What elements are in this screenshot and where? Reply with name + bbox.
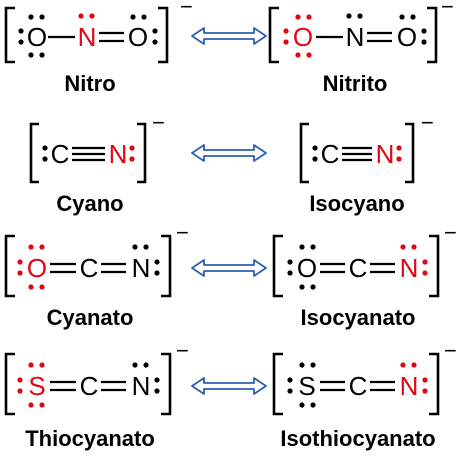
- left-bracket: [272, 234, 283, 298]
- lone-pair-electrons-highlight: [129, 145, 135, 162]
- lone-pair-electrons-highlight: [396, 145, 402, 162]
- atom-oxygen: O: [27, 22, 47, 52]
- caption-label: Thiocyanato: [25, 426, 155, 451]
- atom-sulfur: S: [28, 371, 45, 401]
- right-bracket: [405, 122, 415, 184]
- resonance-arrow: [191, 259, 267, 277]
- lone-pair-electrons-highlight: [78, 13, 95, 19]
- structure-isocyanato: O C N − Isocyanato: [272, 220, 457, 330]
- caption-label: Isothiocyanato: [280, 426, 435, 451]
- caption-label: Isocyano: [309, 191, 404, 216]
- atom-sulfur: S: [298, 371, 315, 401]
- atom-nitrogen: N: [346, 22, 365, 52]
- structure-thiocyanato: S C N − Thiocyanato: [4, 338, 189, 451]
- lone-pair-electrons: [287, 244, 316, 290]
- atom-carbon: C: [349, 371, 368, 401]
- charge-label: −: [180, 0, 193, 19]
- structure-nitro: O N O − Nitro: [4, 0, 193, 96]
- structure-nitrito: O N O − Nitrito: [268, 0, 454, 96]
- right-bracket: [429, 234, 440, 298]
- right-bracket: [161, 234, 172, 298]
- caption-label: Isocyanato: [301, 305, 416, 330]
- atom-nitrogen: N: [376, 139, 395, 169]
- lone-pair-electrons-highlight: [400, 362, 428, 394]
- atom-nitrogen: N: [78, 22, 97, 52]
- right-bracket: [137, 122, 147, 184]
- left-bracket: [4, 352, 15, 416]
- lone-pair-electrons: [42, 145, 48, 162]
- resonance-arrow: [191, 144, 267, 162]
- atom-nitrogen: N: [132, 371, 151, 401]
- caption-label: Cyanato: [47, 305, 134, 330]
- right-bracket: [161, 352, 172, 416]
- structure-cyanato: O C N − Cyanato: [4, 220, 189, 330]
- lone-pair-electrons-highlight: [400, 244, 428, 276]
- structure-isothiocyanato: S C N − Isothiocyanato: [272, 338, 457, 451]
- atom-carbon: C: [51, 139, 70, 169]
- left-bracket: [4, 234, 15, 298]
- atom-oxygen: O: [293, 22, 313, 52]
- atom-oxygen: O: [397, 22, 417, 52]
- atom-nitrogen: N: [400, 371, 419, 401]
- lone-pair-electrons-highlight: [17, 362, 45, 408]
- atom-carbon: C: [321, 139, 340, 169]
- caption-label: Nitrito: [323, 71, 388, 96]
- atom-nitrogen: N: [109, 139, 128, 169]
- lone-pair-electrons: [312, 145, 318, 162]
- charge-label: −: [176, 338, 189, 363]
- atom-nitrogen: N: [400, 253, 419, 283]
- atom-carbon: C: [349, 253, 368, 283]
- atom-carbon: C: [80, 371, 99, 401]
- left-bracket: [4, 6, 15, 64]
- lone-pair-electrons: [287, 362, 316, 408]
- lone-pair-electrons: [132, 244, 160, 276]
- charge-label: −: [152, 110, 165, 135]
- lone-pair-electrons-highlight: [17, 244, 45, 290]
- lone-pair-electrons: [346, 13, 427, 45]
- left-bracket: [272, 352, 283, 416]
- lone-pair-electrons: [132, 362, 160, 394]
- charge-label: −: [444, 220, 457, 245]
- right-bracket: [158, 6, 169, 64]
- structure-cyano: C N − Cyano: [29, 110, 165, 216]
- structure-isocyano: C N − Isocyano: [299, 110, 434, 216]
- left-bracket: [299, 122, 309, 184]
- atom-oxygen: O: [128, 22, 148, 52]
- charge-label: −: [176, 220, 189, 245]
- caption-label: Cyano: [56, 191, 123, 216]
- atom-oxygen: O: [27, 253, 47, 283]
- left-bracket: [29, 122, 39, 184]
- right-bracket: [429, 352, 440, 416]
- left-bracket: [268, 6, 279, 64]
- lone-pair-electrons: [18, 14, 158, 58]
- resonance-arrow: [191, 27, 267, 45]
- lone-pair-electrons-highlight: [283, 14, 312, 58]
- caption-label: Nitro: [64, 71, 115, 96]
- atom-oxygen: O: [297, 253, 317, 283]
- charge-label: −: [441, 0, 454, 19]
- right-bracket: [427, 6, 438, 64]
- atom-carbon: C: [80, 253, 99, 283]
- atom-nitrogen: N: [132, 253, 151, 283]
- charge-label: −: [421, 110, 434, 135]
- charge-label: −: [444, 338, 457, 363]
- resonance-arrow: [191, 377, 267, 395]
